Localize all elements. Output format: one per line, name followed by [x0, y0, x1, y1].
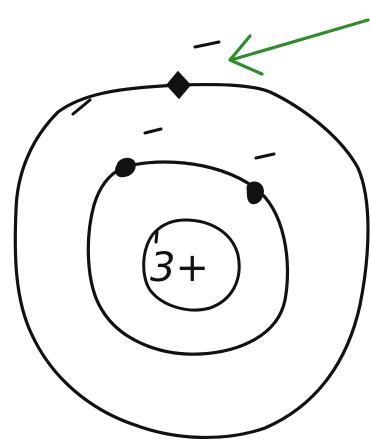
electron-inner-left	[116, 159, 134, 176]
arrow-left-icon	[230, 20, 368, 74]
nucleus-charge-label: 3+	[150, 245, 209, 291]
electron-inner-right	[248, 183, 263, 203]
electron-outer-top	[168, 73, 189, 97]
nucleus-tick	[156, 232, 157, 242]
minus-sign-inner-left	[145, 129, 161, 133]
minus-sign-inner-right	[256, 154, 274, 158]
minus-sign-arrow	[195, 42, 219, 47]
